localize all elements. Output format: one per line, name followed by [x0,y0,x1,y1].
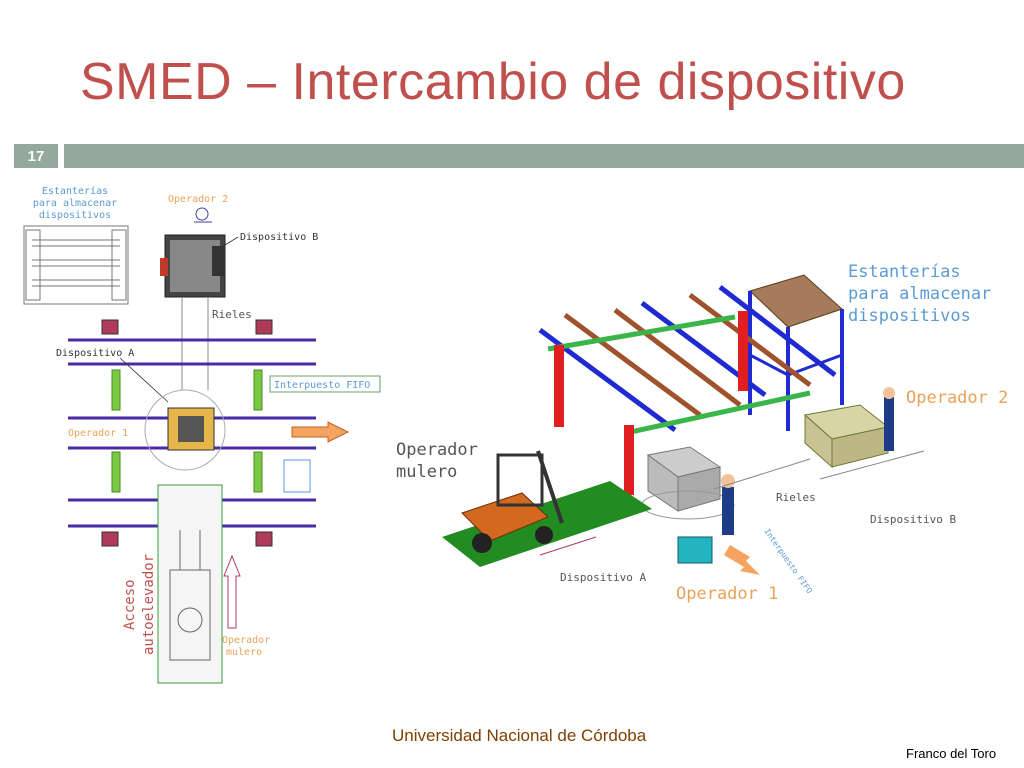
iso-shelves-label-3: dispositivos [848,306,971,326]
plan-fifo-label: Interpuesto FIFO [274,380,370,391]
plan-rail-blocks [101,319,273,547]
plan-operator2-label: Operador 2 [168,194,228,205]
iso-rails-label: Rieles [776,491,816,504]
iso-shelving-unit [748,274,844,431]
plan-shelves-label-1: Estanterías [42,185,108,197]
iso-fifo-cart [677,536,713,564]
plan-operator2-figure [194,207,212,223]
title-band [64,144,1024,168]
iso-operator2-label: Operador 2 [906,388,1008,408]
iso-operator1-figure [721,474,735,535]
iso-device-b-box [803,404,890,469]
iso-red-stations [554,311,748,495]
iso-device-a-box [641,446,735,520]
isometric-diagram: Estanterías para almacenar dispositivos … [396,262,1008,604]
iso-operator1-label: Operador 1 [676,584,778,604]
iso-exit-arrow [724,545,760,575]
plan-exit-arrow [291,421,350,443]
plan-fifo-cart [283,459,311,493]
plan-up-arrow [223,554,241,629]
iso-green-floor [442,481,652,567]
plan-device-a-machine [167,407,215,451]
plan-view-diagram: Estanterías para almacenar dispositivos … [23,185,381,684]
plan-operator1-label: Operador 1 [68,428,128,439]
plan-rails-label: Rieles [212,308,252,321]
plan-mulero-label-2: mulero [226,647,262,658]
iso-mulero-label-2: mulero [396,462,457,482]
iso-shelves-label-2: para almacenar [848,284,991,304]
footer-university: Universidad Nacional de Córdoba [392,726,647,745]
plan-mulero-label-1: Operador [222,635,270,646]
plan-fifo-box [269,375,381,393]
iso-device-a-label: Dispositivo A [560,571,646,584]
plan-turntable [144,389,226,471]
iso-operator2-figure [883,387,895,451]
plan-device-a-label: Dispositivo A [56,348,134,359]
plan-device-b-machine [160,234,226,298]
iso-shelves-label-1: Estanterías [848,262,961,282]
slide-title: SMED – Intercambio de dispositivo [80,53,906,111]
iso-forklift [461,450,564,553]
plan-access-path [157,484,223,684]
plan-green-supports [111,369,263,493]
plan-access-label-1: Acceso [122,579,138,630]
iso-device-b-label: Dispositivo B [870,513,956,526]
plan-access-label-2: autoelevador [141,554,157,655]
plan-shelves-label-3: dispositivos [39,210,111,221]
plan-device-b-label: Dispositivo B [240,232,318,243]
footer-author: Franco del Toro [906,746,997,761]
slide-number: 17 [14,144,58,168]
iso-mulero-label-1: Operador [396,440,478,460]
plan-shelves-rack [23,225,129,305]
plan-shelves-label-2: para almacenar [33,198,117,209]
plan-forklift [169,530,211,661]
